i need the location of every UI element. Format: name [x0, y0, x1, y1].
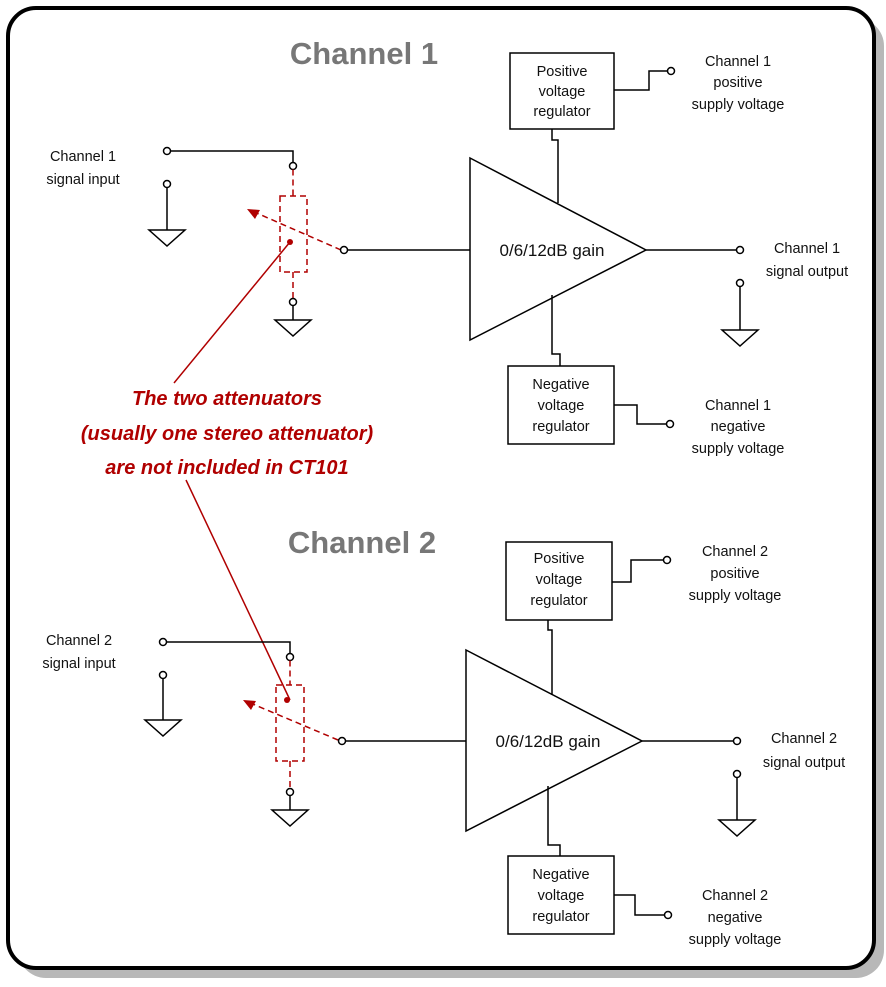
neg-reg-line2: voltage	[538, 888, 585, 904]
neg-supply-line1: Channel 2	[702, 888, 768, 904]
input-terminal	[158, 637, 168, 647]
wiper-terminal	[339, 245, 349, 255]
neg-reg-line1: Negative	[532, 867, 589, 883]
neg-supply-line3: supply voltage	[692, 441, 785, 457]
input-label-line1: Channel 2	[46, 633, 112, 649]
pos-reg-line1: Positive	[537, 64, 588, 80]
note-pointer-1	[173, 241, 291, 384]
channel-1: Channel 1 0/6/12dB gain Channe	[46, 36, 848, 457]
ground-symbol	[717, 819, 757, 838]
ground-symbol	[270, 809, 310, 828]
neg-reg-line3: regulator	[532, 909, 589, 925]
output-terminal	[732, 736, 742, 746]
ground-symbol	[273, 319, 313, 338]
pos-reg-line2: voltage	[539, 84, 586, 100]
attenuator-bottom-terminal	[285, 787, 295, 797]
attenuator-top-terminal	[285, 652, 295, 662]
output-ground-terminal	[732, 769, 742, 779]
neg-reg-line3: regulator	[532, 419, 589, 435]
amplifier-1-label: 0/6/12dB gain	[500, 241, 605, 260]
note-line3: are not included in CT101	[105, 457, 348, 479]
attenuator-2	[243, 660, 339, 788]
output-terminal	[735, 245, 745, 255]
pos-supply-terminal	[662, 555, 672, 565]
neg-supply-line3: supply voltage	[689, 932, 782, 948]
input-label-line1: Channel 1	[50, 149, 116, 165]
neg-reg-line1: Negative	[532, 377, 589, 393]
ground-symbol	[147, 229, 187, 248]
output-label-line1: Channel 2	[771, 731, 837, 747]
pos-reg-line3: regulator	[533, 104, 590, 120]
pos-supply-terminal	[666, 66, 676, 76]
output-ground-terminal	[735, 278, 745, 288]
ground-symbol	[143, 719, 183, 738]
amplifier-1	[469, 156, 648, 342]
attenuator-top-terminal	[288, 161, 298, 171]
pos-supply-line2: positive	[710, 566, 759, 582]
neg-supply-line2: negative	[711, 419, 766, 435]
amplifier-2-label: 0/6/12dB gain	[496, 732, 601, 751]
wiper-terminal	[337, 736, 347, 746]
input-ground-terminal	[162, 179, 172, 189]
pos-supply-line1: Channel 1	[705, 54, 771, 70]
ground-symbol	[720, 329, 760, 348]
note-line2: (usually one stereo attenuator)	[81, 423, 374, 445]
pos-supply-line1: Channel 2	[702, 544, 768, 560]
note-pointer-2	[185, 479, 291, 701]
pos-supply-line3: supply voltage	[689, 588, 782, 604]
attenuator-bottom-terminal	[288, 297, 298, 307]
neg-reg-line2: voltage	[538, 398, 585, 414]
input-terminal	[162, 146, 172, 156]
input-ground-terminal	[158, 670, 168, 680]
neg-supply-line2: negative	[708, 910, 763, 926]
negative-regulator-2	[507, 855, 615, 935]
pos-reg-line2: voltage	[536, 572, 583, 588]
input-label-line2: signal input	[42, 656, 115, 672]
frame	[6, 6, 876, 970]
neg-supply-terminal	[665, 419, 675, 429]
output-label-line1: Channel 1	[774, 241, 840, 257]
channel-2: Channel 2 0/6/12dB gain Channel 2 signal…	[42, 525, 845, 948]
output-label-line2: signal output	[763, 755, 845, 771]
neg-supply-line1: Channel 1	[705, 398, 771, 414]
pos-supply-line3: supply voltage	[692, 97, 785, 113]
channel-2-title: Channel 2	[288, 525, 436, 560]
positive-regulator-2	[505, 541, 613, 621]
pos-reg-line3: regulator	[530, 593, 587, 609]
pos-reg-line1: Positive	[534, 551, 585, 567]
channel-1-title: Channel 1	[290, 36, 438, 71]
pos-supply-line2: positive	[713, 75, 762, 91]
output-label-line2: signal output	[766, 264, 848, 280]
note-line1: The two attenuators	[132, 388, 322, 410]
amplifier-2	[465, 648, 644, 833]
positive-regulator-1	[509, 52, 615, 130]
attenuator-note: The two attenuators (usually one stereo …	[81, 241, 374, 701]
neg-supply-terminal	[663, 910, 673, 920]
input-label-line2: signal input	[46, 172, 119, 188]
